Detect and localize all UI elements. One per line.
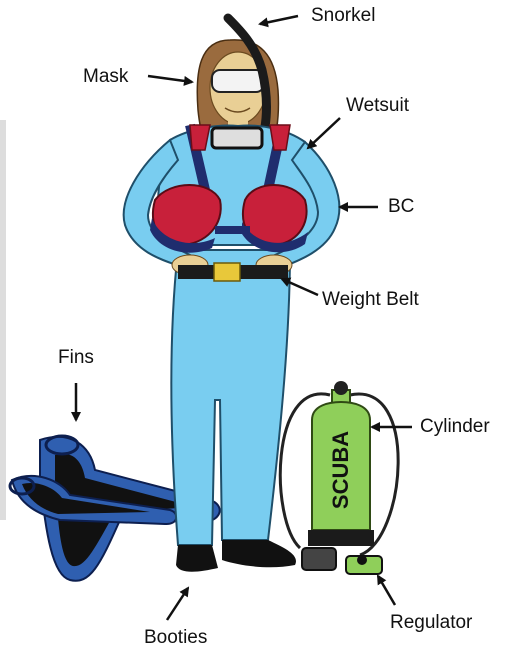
label-bc: BC [388,196,414,218]
label-mask: Mask [83,66,128,88]
label-wetsuit: Wetsuit [346,95,409,117]
label-fins: Fins [58,347,94,369]
arrow-booties [167,588,188,620]
arrow-wetsuit [308,118,340,148]
arrow-snorkel [260,16,298,24]
scuba-cylinder: SCUBA [280,381,398,574]
cylinder-brand-text: SCUBA [328,431,353,509]
arrow-mask [148,76,192,82]
label-weight-belt: Weight Belt [322,289,419,311]
label-snorkel: Snorkel [311,5,375,27]
arrow-regulator [378,576,395,605]
label-cylinder: Cylinder [420,416,490,438]
page-edge [0,120,6,520]
label-booties: Booties [144,627,207,649]
label-regulator: Regulator [390,612,472,634]
